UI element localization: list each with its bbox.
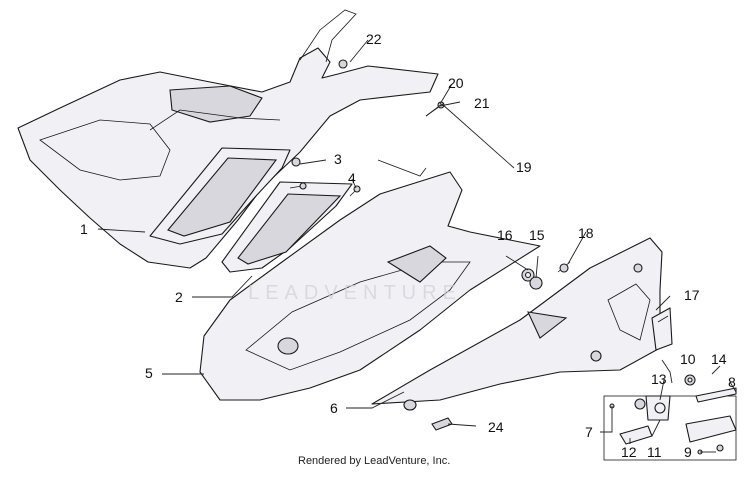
callout-7: 7 <box>585 424 593 440</box>
callout-24: 24 <box>488 419 504 435</box>
callout-19: 19 <box>516 159 532 175</box>
callout-21: 21 <box>474 95 490 111</box>
watermark-text: LEADVENTURE <box>248 282 462 304</box>
callout-3: 3 <box>334 151 342 167</box>
callout-5: 5 <box>145 365 153 381</box>
part-lower-trim <box>371 237 663 411</box>
callout-8: 8 <box>728 374 736 390</box>
callout-9: 9 <box>684 444 692 460</box>
callout-15: 15 <box>529 227 545 243</box>
callout-6: 6 <box>330 400 338 416</box>
callout-17: 17 <box>684 287 700 303</box>
callout-14: 14 <box>711 351 727 367</box>
render-credit: Rendered by LeadVenture, Inc. <box>298 455 451 467</box>
callout-12: 12 <box>621 444 637 460</box>
part-vent-grille <box>149 147 353 273</box>
callout-11: 11 <box>647 444 662 460</box>
callout-1: 1 <box>80 221 88 237</box>
part-footpeg-assembly <box>603 374 737 461</box>
callout-2: 2 <box>175 289 183 305</box>
callout-16: 16 <box>497 227 513 243</box>
callout-13: 13 <box>651 371 667 387</box>
hardware-screws <box>289 59 571 431</box>
callout-18: 18 <box>578 225 594 241</box>
callout-labels: 1 2 3 4 5 6 7 8 9 10 11 12 13 14 15 16 1… <box>80 31 736 460</box>
callout-20: 20 <box>448 75 464 91</box>
leader-lines <box>97 39 737 453</box>
part-side-panel <box>199 159 541 401</box>
callout-10: 10 <box>680 351 696 367</box>
part-clip <box>651 307 673 351</box>
callout-22: 22 <box>366 31 382 47</box>
callout-4: 4 <box>348 170 356 186</box>
